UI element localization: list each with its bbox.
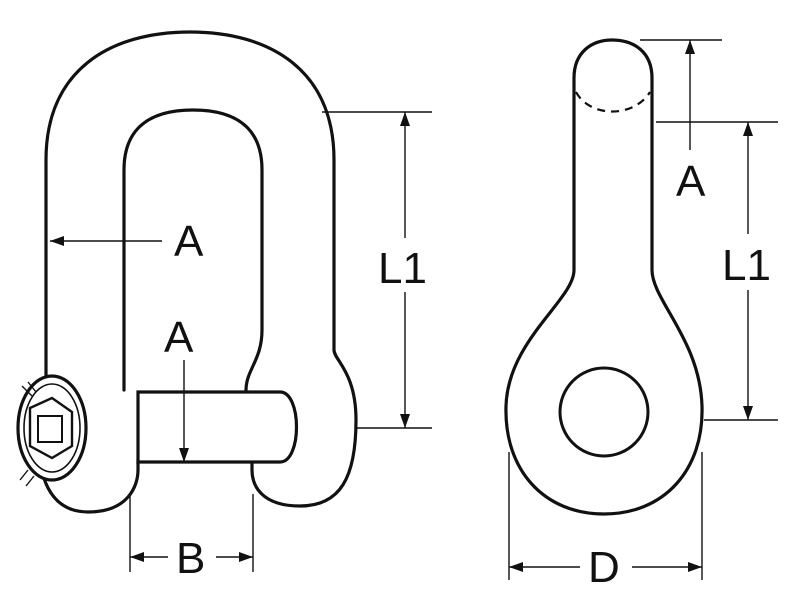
label-l1-left: L1 — [378, 244, 427, 293]
pin-head — [16, 374, 88, 487]
label-d: D — [588, 543, 620, 592]
label-l1-right: L1 — [722, 241, 771, 290]
hex-socket — [28, 396, 74, 460]
shackle-front-view: A A L1 B — [16, 30, 432, 583]
label-a-top: A — [174, 217, 204, 266]
label-a-side: A — [676, 157, 706, 206]
shackle-body-outer — [38, 30, 358, 514]
label-b: B — [176, 534, 205, 583]
shackle-body-inner — [122, 108, 264, 392]
shackle-side-view: A L1 D — [504, 38, 778, 592]
shackle-pin — [136, 390, 298, 464]
label-a-mid: A — [164, 313, 194, 362]
hidden-edge — [575, 91, 651, 113]
shackle-side-body — [504, 38, 704, 516]
eye-hole — [558, 366, 650, 458]
